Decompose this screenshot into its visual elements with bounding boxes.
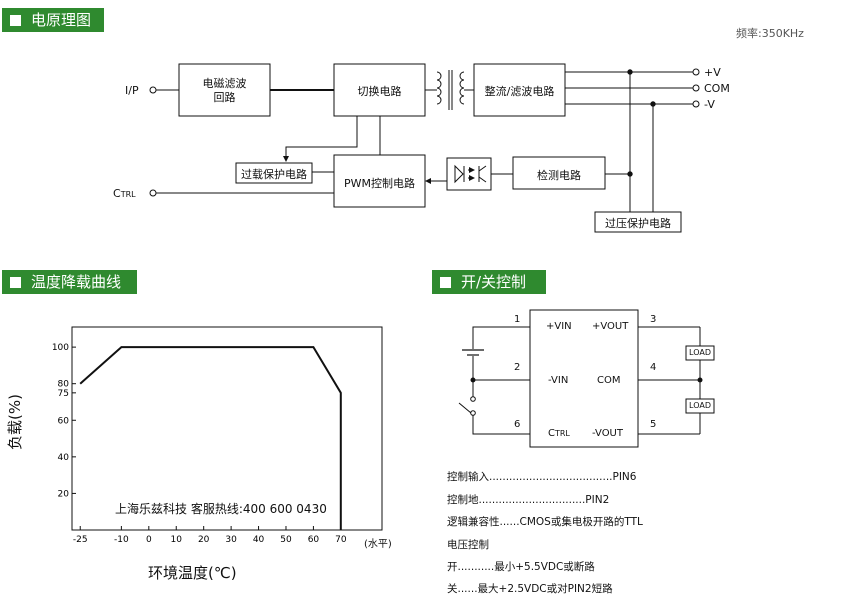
chart-xlabel: 环境温度(℃) xyxy=(148,564,237,582)
ctrl-label-sub: TRL xyxy=(120,190,136,199)
vin-pos-label: +VIN xyxy=(546,321,572,332)
pwm-block xyxy=(333,154,426,208)
overload-block xyxy=(235,162,313,184)
condition-line-4: 电压控制 xyxy=(447,539,489,551)
switching-label: 切换电路 xyxy=(357,85,402,98)
section-title: 温度降载曲线 xyxy=(31,273,122,291)
y-tick-label: 100 xyxy=(52,343,69,353)
output-pos-label: +V xyxy=(704,66,721,79)
overload-label: 过载保护电路 xyxy=(241,168,307,181)
vout-pos-label: +VOUT xyxy=(592,321,629,332)
y-tick-label: 75 xyxy=(58,389,69,399)
x-tick-label: 40 xyxy=(253,535,265,545)
condition-line-5: 开...........最小+5.5VDC或断路 xyxy=(447,561,595,573)
load-box-2 xyxy=(685,398,715,414)
ctrl-label-main: C xyxy=(113,187,121,200)
condition-line-2: 控制地................................PIN2 xyxy=(447,494,610,506)
derating-curve xyxy=(79,346,342,530)
output-neg-label: -V xyxy=(704,98,715,111)
block-diagram xyxy=(149,63,700,233)
transformer-icon xyxy=(436,70,465,110)
pin-4: 4 xyxy=(650,362,657,373)
section-title: 开/关控制 xyxy=(461,273,527,291)
x-tick-label: 10 xyxy=(171,535,183,545)
condition-line-1: 控制输入....................................… xyxy=(447,471,637,483)
square-icon xyxy=(10,15,21,26)
emi-filter-label: 电磁滤波 回路 xyxy=(179,77,270,105)
x-tick-label: 20 xyxy=(198,535,210,545)
rectifier-label: 整流/滤波电路 xyxy=(484,85,555,98)
emi-filter-line-2: 回路 xyxy=(213,91,236,104)
pwm-label: PWM控制电路 xyxy=(343,177,415,190)
x-tick-label: 70 xyxy=(335,535,347,545)
chart-x-unit: (水平) xyxy=(364,539,392,550)
pin-5: 5 xyxy=(650,419,657,430)
com-label: COM xyxy=(597,375,621,386)
load-label-2: LOAD xyxy=(689,401,711,410)
ctrl-pin-main: C xyxy=(548,428,555,439)
frequency-label: 频率:350KHz xyxy=(736,27,804,40)
square-icon xyxy=(10,277,21,288)
x-tick-label: -10 xyxy=(114,535,129,545)
chart-watermark: 上海乐兹科技 客服热线:400 600 0430 xyxy=(115,502,327,516)
detection-label: 检测电路 xyxy=(537,169,581,182)
input-label: I/P xyxy=(125,84,139,97)
ctrl-terminal xyxy=(149,189,157,197)
x-tick-label: 50 xyxy=(280,535,292,545)
y-tick-label: 60 xyxy=(58,416,70,426)
condition-line-3: 逻辑兼容性......CMOS或集电极开路的TTL xyxy=(447,516,643,528)
pin-3: 3 xyxy=(650,314,657,325)
section-header-onoff: 开/关控制 xyxy=(432,270,546,294)
optocoupler-icon xyxy=(454,164,487,184)
pin-1: 1 xyxy=(514,314,521,325)
square-icon xyxy=(440,277,451,288)
vin-neg-label: -VIN xyxy=(548,375,569,386)
rectifier-block xyxy=(473,63,566,117)
overvoltage-label: 过压保护电路 xyxy=(605,217,671,230)
pin-2: 2 xyxy=(514,362,521,373)
output-terminal-com xyxy=(692,84,700,92)
module-box xyxy=(529,309,639,448)
switch-icon xyxy=(458,396,476,416)
optocoupler-block xyxy=(446,157,492,191)
output-com-label: COM xyxy=(704,82,730,95)
y-tick-label: 80 xyxy=(58,380,70,390)
emi-filter-line-1: 电磁滤波 xyxy=(202,77,247,90)
onoff-circuit xyxy=(458,309,715,448)
vout-neg-label: -VOUT xyxy=(592,428,623,439)
input-terminal xyxy=(149,86,157,94)
y-tick-label: 20 xyxy=(58,489,70,499)
section-header-derating: 温度降载曲线 xyxy=(2,270,137,294)
chart-plot-area xyxy=(71,326,383,531)
x-tick-label: 60 xyxy=(308,535,320,545)
emi-filter-block xyxy=(178,63,271,117)
load-box-1 xyxy=(685,345,715,361)
ctrl-pin-label: CTRL xyxy=(548,428,570,439)
section-title: 电原理图 xyxy=(31,11,92,29)
overvoltage-block xyxy=(594,211,682,233)
x-tick-label: -25 xyxy=(73,535,88,545)
chart-ylabel: 负载(%) xyxy=(6,394,24,450)
output-terminal-pos xyxy=(692,68,700,76)
x-tick-label: 30 xyxy=(225,535,237,545)
x-tick-label: 0 xyxy=(146,535,152,545)
ctrl-label: CTRL xyxy=(113,187,136,200)
ctrl-pin-sub: TRL xyxy=(554,429,570,438)
output-terminal-neg xyxy=(692,100,700,108)
pin-6: 6 xyxy=(514,419,521,430)
y-tick-label: 40 xyxy=(58,453,70,463)
detection-block xyxy=(512,156,606,190)
section-header-schematic: 电原理图 xyxy=(2,8,104,32)
condition-line-6: 关......最大+2.5VDC或对PIN2短路 xyxy=(447,583,613,595)
load-label-1: LOAD xyxy=(689,348,711,357)
